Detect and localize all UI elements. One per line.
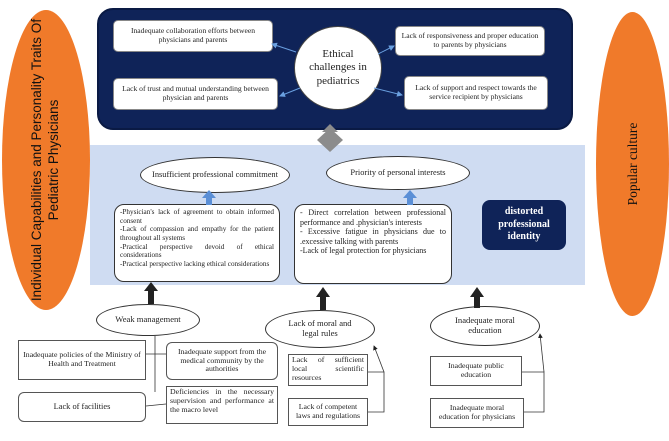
priority-title: Priority of personal interests [350,168,446,178]
moral-education-oval: Inadequate moral education [430,306,540,346]
right-side-oval: Popular culture [596,12,669,316]
priority-items-box: - Direct correlation between professiona… [294,204,452,284]
mgmt-connector [145,403,167,407]
mgmt-supervision-box: Deficiencies in the necessary supervisio… [166,386,278,424]
legal-laws-box: Lack of competent laws and regulations [288,398,368,426]
commitment-item: -Lack of compassion and empathy for the … [120,225,274,242]
commitment-items-box: -Physician's lack of agreement to obtain… [114,204,280,282]
mgmt-support-box: Inadequate support from the medical comm… [166,342,278,380]
commitment-item: -Practical perspective lacking ethical c… [120,259,270,268]
edu-public-box: Inadequate public education [430,356,522,386]
black-up-arrow-education [470,287,484,308]
mgmt-policies-box: Inadequate policies of the Ministry of H… [18,340,146,380]
blue-up-arrow-priority [403,190,417,205]
commitment-item: -Physician's lack of agreement to obtain… [120,208,274,225]
edu-connector [522,371,545,413]
mgmt-facilities-box: Lack of facilities [18,392,146,422]
center-ethical-challenges: Ethical challenges in pediatrics [294,26,382,110]
challenge-collaboration: Inadequate collaboration efforts between… [113,20,273,52]
edu-physicians-box: Inadequate moral education for physician… [430,398,524,428]
priority-item: - Excessive fatigue in physicians due to… [300,227,446,246]
weak-management-title: Weak management [115,314,181,325]
commitment-oval: Insufficient professional commitment [140,157,290,193]
legal-connector [368,371,385,413]
challenge-support: Lack of support and respect towards the … [404,76,548,110]
commitment-item: -Practical perspective devoid of ethical… [120,242,274,260]
moral-education-title: Inadequate moral education [455,315,515,335]
distorted-identity-label: distorted professional identity [498,206,550,243]
center-label: Ethical challenges in pediatrics [309,48,367,87]
moral-legal-title: Lack of moral and legal rules [288,318,352,338]
priority-oval: Priority of personal interests [326,156,470,190]
blue-up-arrow-commitment [202,190,216,205]
challenge-responsiveness: Lack of responsiveness and proper educat… [395,26,545,56]
black-up-arrow-legal [316,287,330,310]
arrow-to-responsiveness [377,45,395,55]
weak-management-oval: Weak management [96,304,200,336]
black-up-arrow-management [144,282,158,304]
priority-item: -Lack of legal protection for physicians [300,246,427,256]
moral-legal-oval: Lack of moral and legal rules [265,310,375,348]
arrow-to-trust [279,87,301,97]
edu-arrow [538,333,545,373]
priority-item: - Direct correlation between professiona… [300,208,446,227]
arrow-to-collaboration [271,42,297,53]
legal-resources-box: Lack of sufficient local scientific reso… [288,354,368,386]
diamond-double-arrow [317,124,343,152]
distorted-identity-box: distorted professional identity [482,200,566,250]
commitment-title: Insufficient professional commitment [152,170,278,180]
left-side-oval: Individual Capabilities and Personality … [2,10,90,310]
challenge-trust: Lack of trust and mutual understanding b… [113,78,278,110]
legal-arrow [373,345,385,373]
arrow-to-support [373,87,403,97]
